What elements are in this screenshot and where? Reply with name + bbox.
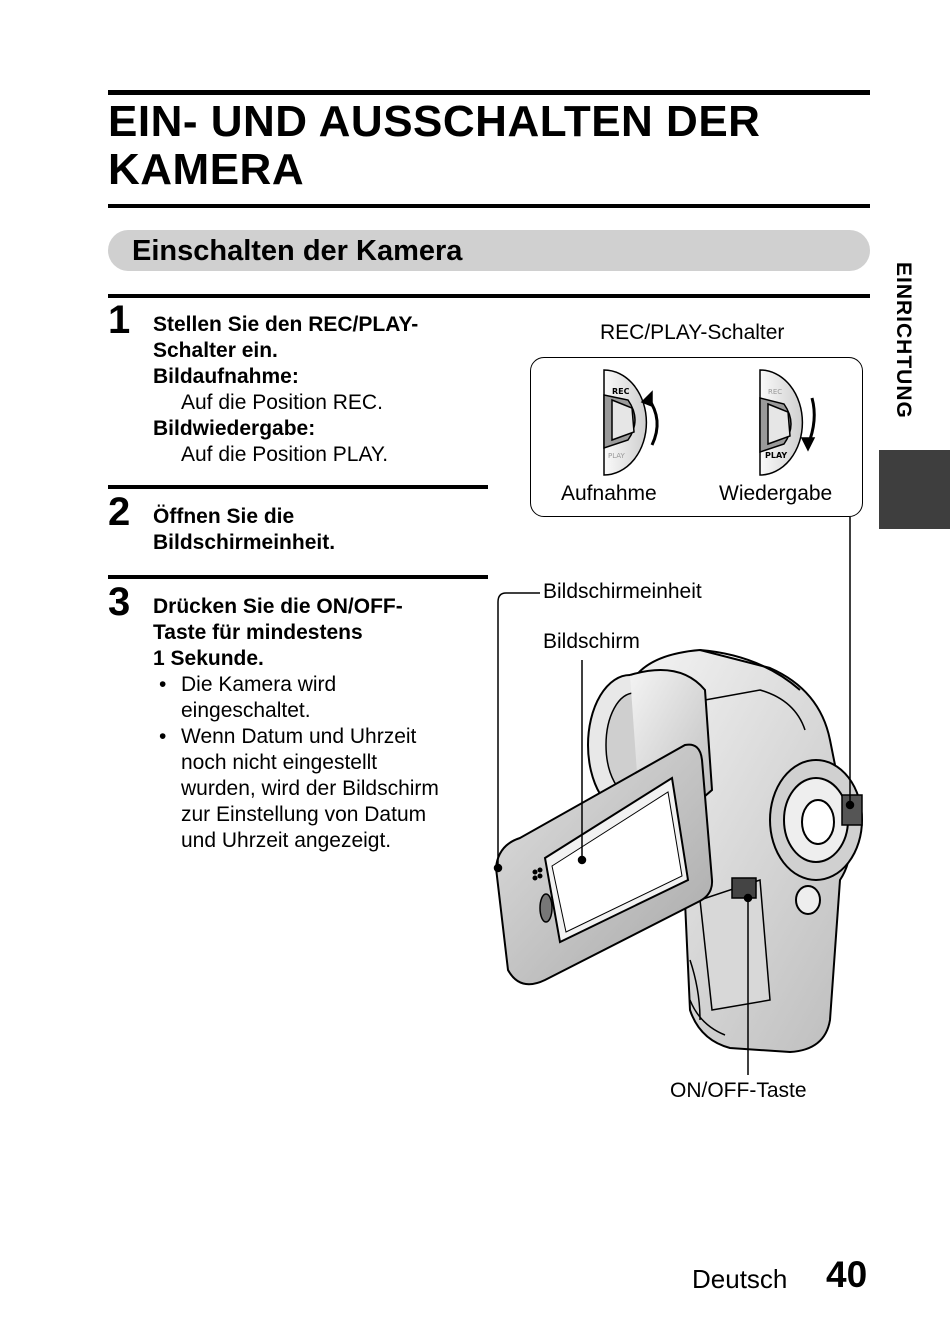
step-heading-line: Bildschirmeinheit. bbox=[153, 531, 336, 554]
leader-dot-onoff bbox=[743, 893, 753, 903]
step-number: 2 bbox=[108, 490, 131, 534]
bullet-text-line: wurden, wird der Bildschirm bbox=[181, 777, 439, 800]
chapter-tab-marker bbox=[879, 450, 950, 529]
page-title-line1: EIN- UND AUSSCHALTEN DER bbox=[108, 97, 761, 146]
step-body: Drücken Sie die ON/OFF- Taste für mindes… bbox=[153, 594, 488, 854]
step-heading-line: Stellen Sie den REC/PLAY- bbox=[153, 313, 419, 336]
play-position-label: Wiedergabe bbox=[719, 482, 833, 505]
switch-play-dial: REC PLAY bbox=[759, 369, 816, 476]
title-rule bbox=[108, 204, 870, 208]
page-number: 40 bbox=[826, 1254, 868, 1295]
sub-label-rec: Bildaufnahme: bbox=[153, 365, 299, 388]
step-heading-line: Taste für mindestens bbox=[153, 621, 363, 644]
dial-play-text: PLAY bbox=[765, 451, 787, 460]
sub-text-play: Auf die Position PLAY. bbox=[181, 443, 389, 466]
bullet-item: • Die Kamera wird eingeschaltet. bbox=[153, 672, 488, 724]
bullet-text-line: und Uhrzeit angezeigt. bbox=[181, 829, 392, 852]
section-header: Einschalten der Kamera bbox=[108, 230, 870, 271]
screen-unit bbox=[494, 743, 714, 986]
leader-dot-screen bbox=[577, 855, 587, 865]
sub-label-play: Bildwiedergabe: bbox=[153, 417, 316, 440]
section-title: Einschalten der Kamera bbox=[132, 235, 463, 267]
rec-position-label: Aufnahme bbox=[561, 482, 657, 505]
bullet-text-line: zur Einstellung von Datum bbox=[181, 803, 427, 826]
bullet-marker: • bbox=[159, 725, 167, 748]
leader-dot-switch bbox=[845, 800, 855, 810]
step-heading-line: Drücken Sie die ON/OFF- bbox=[153, 595, 403, 618]
dial-rec-text-faded: REC bbox=[768, 388, 782, 396]
page-title-line2: KAMERA bbox=[108, 145, 305, 194]
screen-label: Bildschirm bbox=[543, 630, 640, 653]
chapter-tab-label: EINRICHTUNG bbox=[892, 262, 915, 419]
step-number: 3 bbox=[108, 580, 131, 624]
bullet-item: • Wenn Datum und Uhrzeit noch nicht eing… bbox=[153, 724, 488, 854]
step2-rule bbox=[108, 485, 488, 489]
step-body: Öffnen Sie die Bildschirmeinheit. bbox=[153, 504, 488, 556]
onoff-label: ON/OFF-Taste bbox=[670, 1079, 807, 1102]
switch-detail-box bbox=[530, 357, 863, 517]
footer-language: Deutsch bbox=[692, 1264, 788, 1294]
dial-play-text-faded: PLAY bbox=[608, 452, 626, 460]
step3-rule bbox=[108, 575, 488, 579]
bullet-text-line: Wenn Datum und Uhrzeit bbox=[181, 725, 417, 748]
bullet-text-line: Die Kamera wird bbox=[181, 673, 337, 696]
bullet-text-line: eingeschaltet. bbox=[181, 699, 311, 722]
step-heading-line: Schalter ein. bbox=[153, 339, 278, 362]
leader-screen-unit bbox=[497, 592, 540, 868]
step-number: 1 bbox=[108, 298, 131, 342]
step-heading-line: 1 Sekunde. bbox=[153, 647, 264, 670]
bullet-marker: • bbox=[159, 673, 167, 696]
leader-dot-screen-unit bbox=[493, 863, 503, 873]
sub-text-rec: Auf die Position REC. bbox=[181, 391, 383, 414]
switch-rec-dial: REC PLAY bbox=[603, 369, 659, 476]
onoff-button bbox=[731, 877, 757, 899]
top-rule bbox=[108, 90, 870, 95]
step-heading-line: Öffnen Sie die bbox=[153, 505, 295, 528]
step-body: Stellen Sie den REC/PLAY- Schalter ein. … bbox=[153, 312, 488, 468]
switch-caption: REC/PLAY-Schalter bbox=[600, 321, 785, 344]
screen-unit-label: Bildschirmeinheit bbox=[543, 580, 702, 603]
page-title: EIN- UND AUSSCHALTEN DER KAMERA bbox=[108, 98, 868, 194]
step1-rule bbox=[108, 294, 870, 298]
dial-rec-text: REC bbox=[612, 387, 630, 396]
bullet-text-line: noch nicht eingestellt bbox=[181, 751, 378, 774]
leader-lines bbox=[493, 517, 855, 1075]
